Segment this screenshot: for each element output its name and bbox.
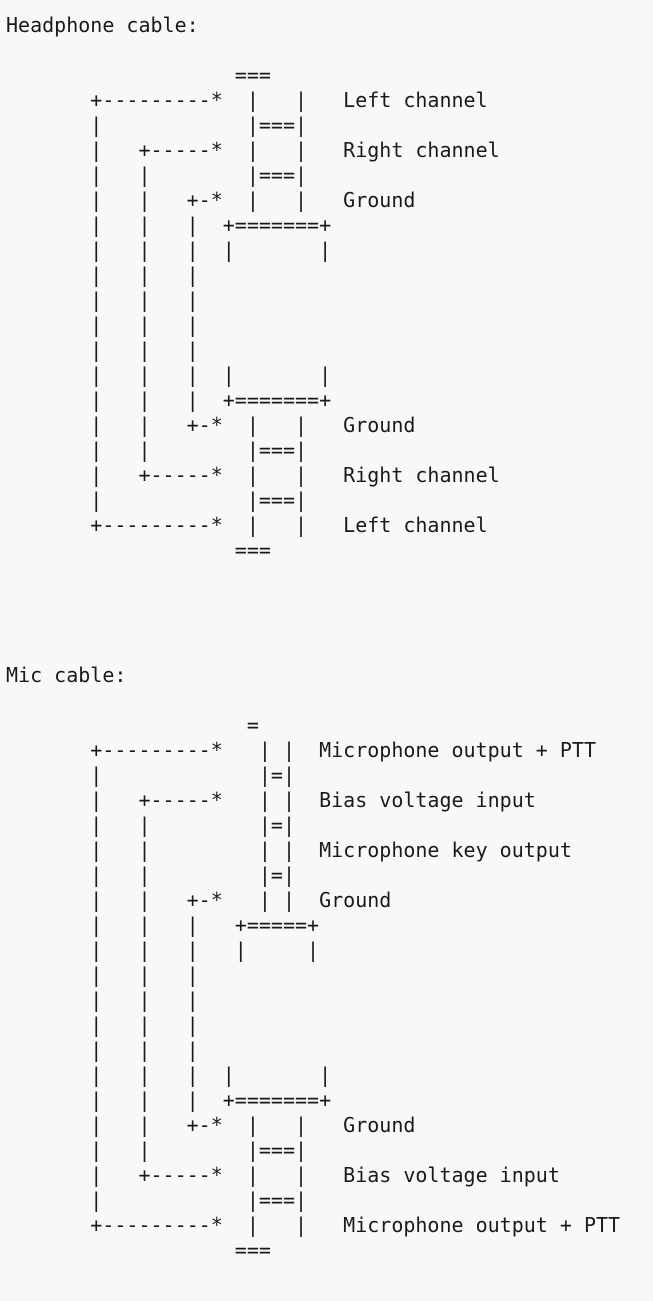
mic-diagram-line: | | | +=====+ xyxy=(6,913,320,937)
mic-diagram-line: === xyxy=(6,1238,271,1262)
mic-diagram-line: | | | xyxy=(6,1038,199,1062)
mic-diagram-line: | |=| xyxy=(6,763,295,787)
headphone-diagram-line: | | +-* | | Ground xyxy=(6,188,416,212)
mic-diagram-line: | | | | | xyxy=(6,1063,332,1087)
mic-diagram-line: +---------* | | Microphone output + PTT xyxy=(6,738,597,762)
mic-diagram-line: | | |===| xyxy=(6,1138,308,1162)
headphone-diagram-line: | | | xyxy=(6,263,199,287)
headphone-diagram-line: | | | | | xyxy=(6,238,332,262)
headphone-diagram-line: +---------* | | Left channel xyxy=(6,513,488,537)
mic-diagram-line: = xyxy=(6,713,259,737)
headphone-diagram-line: | | |===| xyxy=(6,438,308,462)
headphone-diagram-line: | |===| xyxy=(6,113,308,137)
headphone-diagram-line: | +-----* | | Right channel xyxy=(6,138,500,162)
headphone-diagram-line: | | | +=======+ xyxy=(6,213,332,237)
section-title-mic-cable: Mic cable: xyxy=(6,663,127,687)
headphone-diagram-line: | | | xyxy=(6,288,199,312)
blank-line xyxy=(6,38,651,63)
headphone-diagram-line: | |===| xyxy=(6,488,308,512)
mic-diagram-line: | | |=| xyxy=(6,863,295,887)
mic-diagram-line: | | +-* | | Ground xyxy=(6,888,392,912)
mic-diagram-line: | | | xyxy=(6,988,199,1012)
headphone-diagram-line: | +-----* | | Right channel xyxy=(6,463,500,487)
headphone-diagram-line: | | | +=======+ xyxy=(6,388,332,412)
mic-diagram-line: | +-----* | | Bias voltage input xyxy=(6,788,536,812)
blank-line xyxy=(6,688,651,713)
mic-diagram-line: | | |=| xyxy=(6,813,295,837)
headphone-diagram-line: | | | | | xyxy=(6,363,332,387)
mic-diagram-line: | | | | Microphone key output xyxy=(6,838,572,862)
mic-diagram-line: | | | | | xyxy=(6,938,320,962)
mic-diagram-line: +---------* | | Microphone output + PTT xyxy=(6,1213,621,1237)
headphone-diagram-line: +---------* | | Left channel xyxy=(6,88,488,112)
mic-diagram-line: | | | +=======+ xyxy=(6,1088,332,1112)
section-title-headphone-cable: Headphone cable: xyxy=(6,13,199,37)
headphone-diagram-line: | | +-* | | Ground xyxy=(6,413,416,437)
mic-diagram-line: | | | xyxy=(6,1013,199,1037)
mic-diagram-line: | | | xyxy=(6,963,199,987)
mic-diagram-line: | +-----* | | Bias voltage input xyxy=(6,1163,560,1187)
ascii-document: Headphone cable: === +---------* | | Lef… xyxy=(6,13,651,1263)
headphone-diagram-line: === xyxy=(6,63,271,87)
blank-line xyxy=(6,613,651,638)
mic-diagram-line: | | +-* | | Ground xyxy=(6,1113,416,1137)
blank-line xyxy=(6,638,651,663)
headphone-diagram-line: | | | xyxy=(6,313,199,337)
blank-line xyxy=(6,563,651,588)
mic-diagram-line: | |===| xyxy=(6,1188,308,1212)
headphone-diagram-line: | | | xyxy=(6,338,199,362)
headphone-diagram-line: | | |===| xyxy=(6,163,308,187)
blank-line xyxy=(6,588,651,613)
headphone-diagram-line: === xyxy=(6,538,271,562)
